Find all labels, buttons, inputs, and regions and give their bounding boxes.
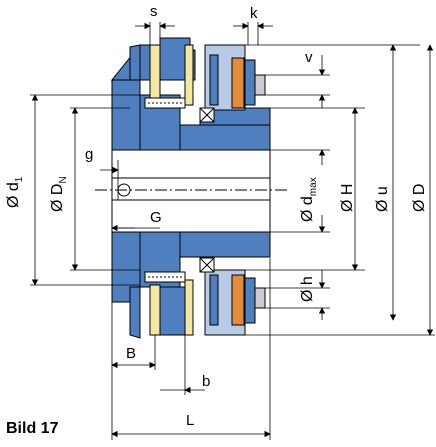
needle-bearings [144,97,215,283]
dim-b-label: b [202,373,211,390]
dimension-lines [30,22,435,440]
spring-assembly-bottom [204,269,266,336]
dim-dmax-label: Ø dmax [299,177,320,222]
dim-v-label: v [305,49,313,66]
dim-k-label: k [250,5,258,22]
dim-H-label: Ø H [339,183,356,212]
dim-h-label: Ø h [299,276,316,302]
dim-B-label: B [126,345,137,362]
dim-L-label: L [186,412,195,429]
dim-DN-label: Ø DN [49,176,70,212]
dim-G-label: G [150,209,162,226]
dim-D-label: Ø D [411,183,428,212]
figure-caption: Bild 17 [6,420,59,437]
keyway [111,177,271,201]
dim-g-label: g [85,146,94,163]
dim-s-label: s [150,3,158,20]
dim-u-label: Ø u [374,186,391,212]
dim-d1-label: Ø d1 [5,176,26,208]
spring-assembly-top [204,44,266,111]
